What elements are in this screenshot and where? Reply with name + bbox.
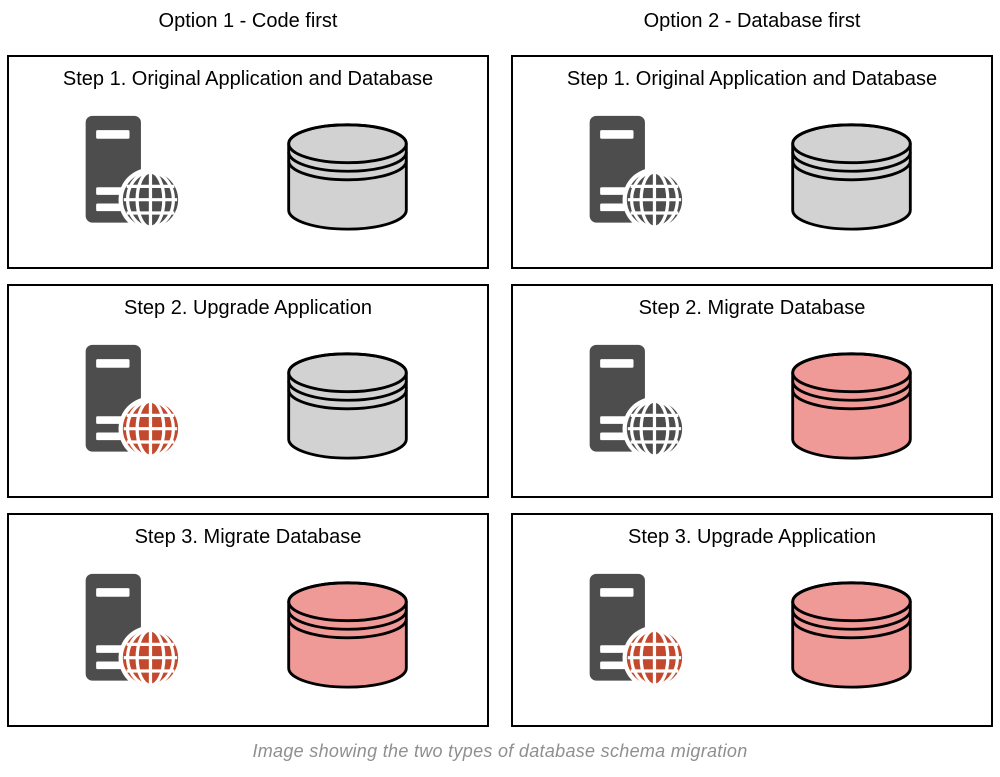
database-icon-wrap xyxy=(283,577,412,691)
panel-option1-step1: Step 1. Original Application and Databas… xyxy=(7,55,489,269)
database-cylinder-icon xyxy=(787,119,916,233)
database-cylinder-icon xyxy=(283,119,412,233)
panel-option2-step3: Step 3. Upgrade Application xyxy=(511,513,993,727)
column-headers: Option 1 - Code first Option 2 - Databas… xyxy=(0,0,1000,33)
panel-icons xyxy=(9,570,487,692)
panel-icons xyxy=(9,341,487,463)
caption: Image showing the two types of database … xyxy=(252,741,748,761)
database-cylinder-icon xyxy=(283,348,412,462)
server-globe-icon xyxy=(76,341,183,463)
database-icon-wrap xyxy=(787,119,916,233)
panel-option2-step1: Step 1. Original Application and Databas… xyxy=(511,55,993,269)
panel-title: Step 1. Original Application and Databas… xyxy=(566,68,938,90)
server-globe-icon xyxy=(76,570,183,692)
server-globe-icon xyxy=(580,341,687,463)
database-icon-wrap xyxy=(787,577,916,691)
database-cylinder-icon xyxy=(787,348,916,462)
database-icon-wrap xyxy=(787,348,916,462)
panel-option1-step2: Step 2. Upgrade Application xyxy=(7,284,489,498)
server-globe-icon xyxy=(76,112,183,234)
panel-title: Step 1. Original Application and Databas… xyxy=(62,68,434,90)
database-icon-wrap xyxy=(283,119,412,233)
panel-option1-step3: Step 3. Migrate Database xyxy=(7,513,489,727)
server-globe-icon xyxy=(580,570,687,692)
database-cylinder-icon xyxy=(283,577,412,691)
panel-icons xyxy=(9,112,487,234)
panel-icons xyxy=(513,341,991,463)
panel-title: Step 3. Upgrade Application xyxy=(628,526,876,548)
panel-title: Step 2. Upgrade Application xyxy=(124,297,372,319)
server-globe-icon xyxy=(580,112,687,234)
panel-title: Step 3. Migrate Database xyxy=(134,526,362,548)
steps-grid: Step 1. Original Application and Databas… xyxy=(0,55,1000,727)
panel-title: Step 2. Migrate Database xyxy=(638,297,866,319)
column-header-option-1: Option 1 - Code first xyxy=(158,10,338,32)
panel-option2-step2: Step 2. Migrate Database xyxy=(511,284,993,498)
database-icon-wrap xyxy=(283,348,412,462)
database-cylinder-icon xyxy=(787,577,916,691)
panel-icons xyxy=(513,570,991,692)
column-header-option-2: Option 2 - Database first xyxy=(643,10,861,32)
panel-icons xyxy=(513,112,991,234)
